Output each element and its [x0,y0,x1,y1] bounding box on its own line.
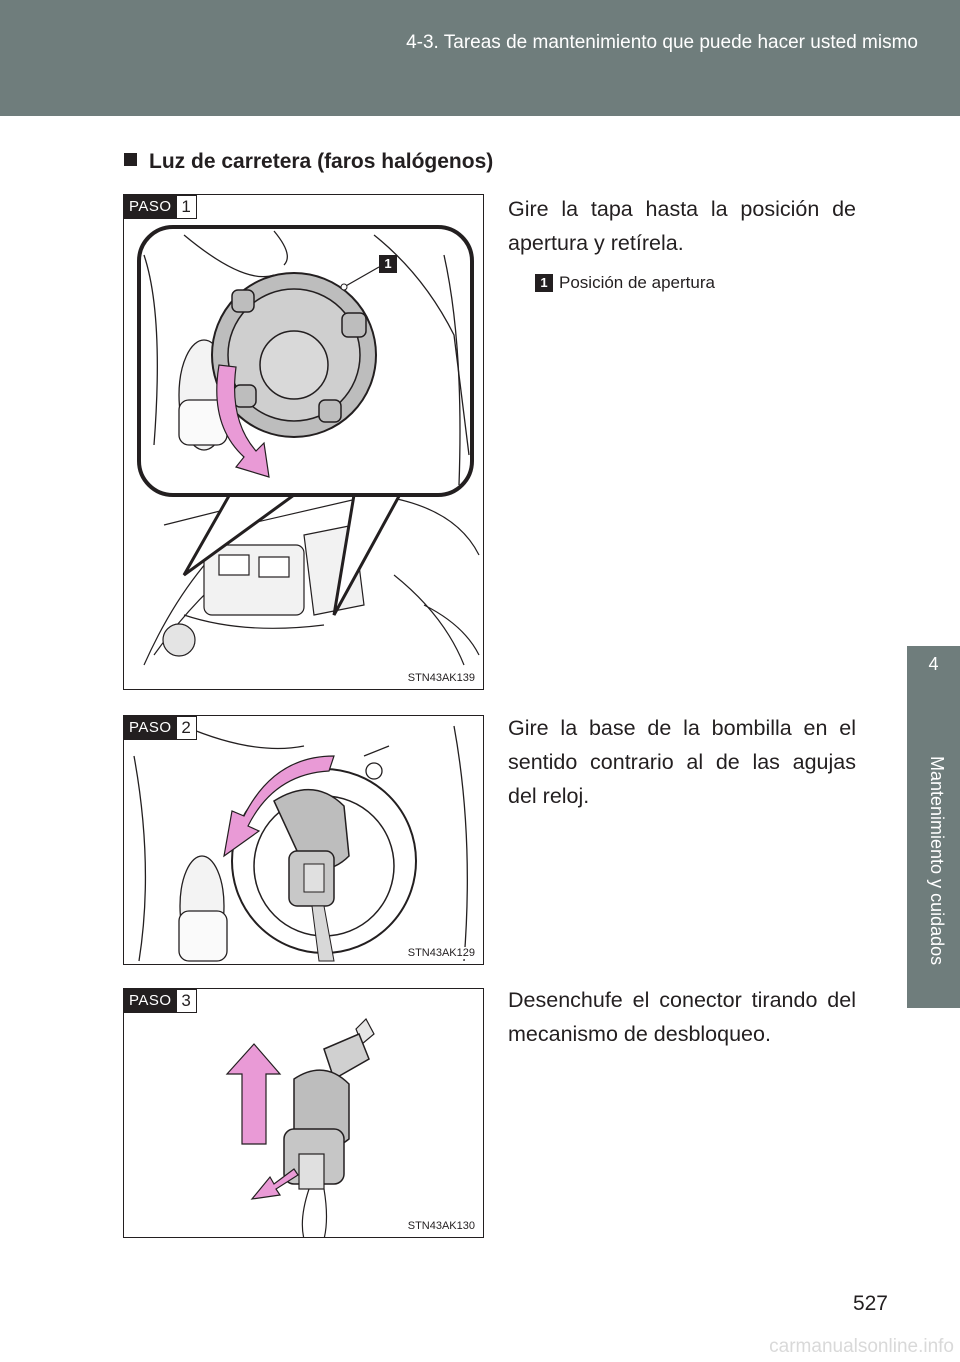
step-label: PASO [124,716,177,740]
chapter-title: 4-3. Tareas de mantenimiento que puede h… [406,32,918,53]
step-number: 3 [176,989,197,1013]
chapter-number: 4 [928,654,939,674]
step-3-badge: PASO 3 [124,989,197,1013]
legend-text: Posición de apertura [559,273,715,292]
section-title: Luz de carretera (faros halógenos) [149,150,494,173]
step-number: 1 [176,195,197,219]
step-1-figure: PASO 1 [123,194,484,690]
figure-code: STN43AK139 [405,672,477,684]
watermark: carmanualsonline.info [769,1336,954,1357]
figure-code: STN43AK129 [405,947,477,959]
step-1-badge: PASO 1 [124,195,197,219]
callout-number: 1 [379,255,397,273]
step-3-instruction: Desenchufe el conector tirando del mecan… [508,988,856,1046]
section-heading: Luz de carretera (faros halógenos) [124,150,493,174]
chapter-side-tab: 4 Mantenimiento y cuidados [907,646,960,1008]
step-1-instruction: Gire la tapa hasta la posición de apertu… [508,197,856,255]
step-label: PASO [124,195,177,219]
step-2-badge: PASO 2 [124,716,197,740]
step-3-figure: PASO 3 STN43AK130 [123,988,484,1238]
step-2-figure: PASO 2 STN43AK129 [123,715,484,965]
chapter-label: Mantenimiento y cuidados [927,756,947,966]
square-bullet-icon [124,153,137,166]
step-2-instruction: Gire la base de la bombilla en el sentid… [508,716,856,808]
step-number: 2 [176,716,197,740]
bulb-base-illustration [133,725,468,962]
step-label: PASO [124,989,177,1013]
page-number: 527 [852,1292,888,1315]
figure-code: STN43AK130 [405,1220,477,1232]
connector-illustration [225,1018,375,1237]
page-header: 4-3. Tareas de mantenimiento que puede h… [0,0,960,116]
headlight-cap-illustration [137,225,480,666]
callout-legend: 1 Posición de apertura [535,273,715,293]
legend-number: 1 [535,274,553,292]
